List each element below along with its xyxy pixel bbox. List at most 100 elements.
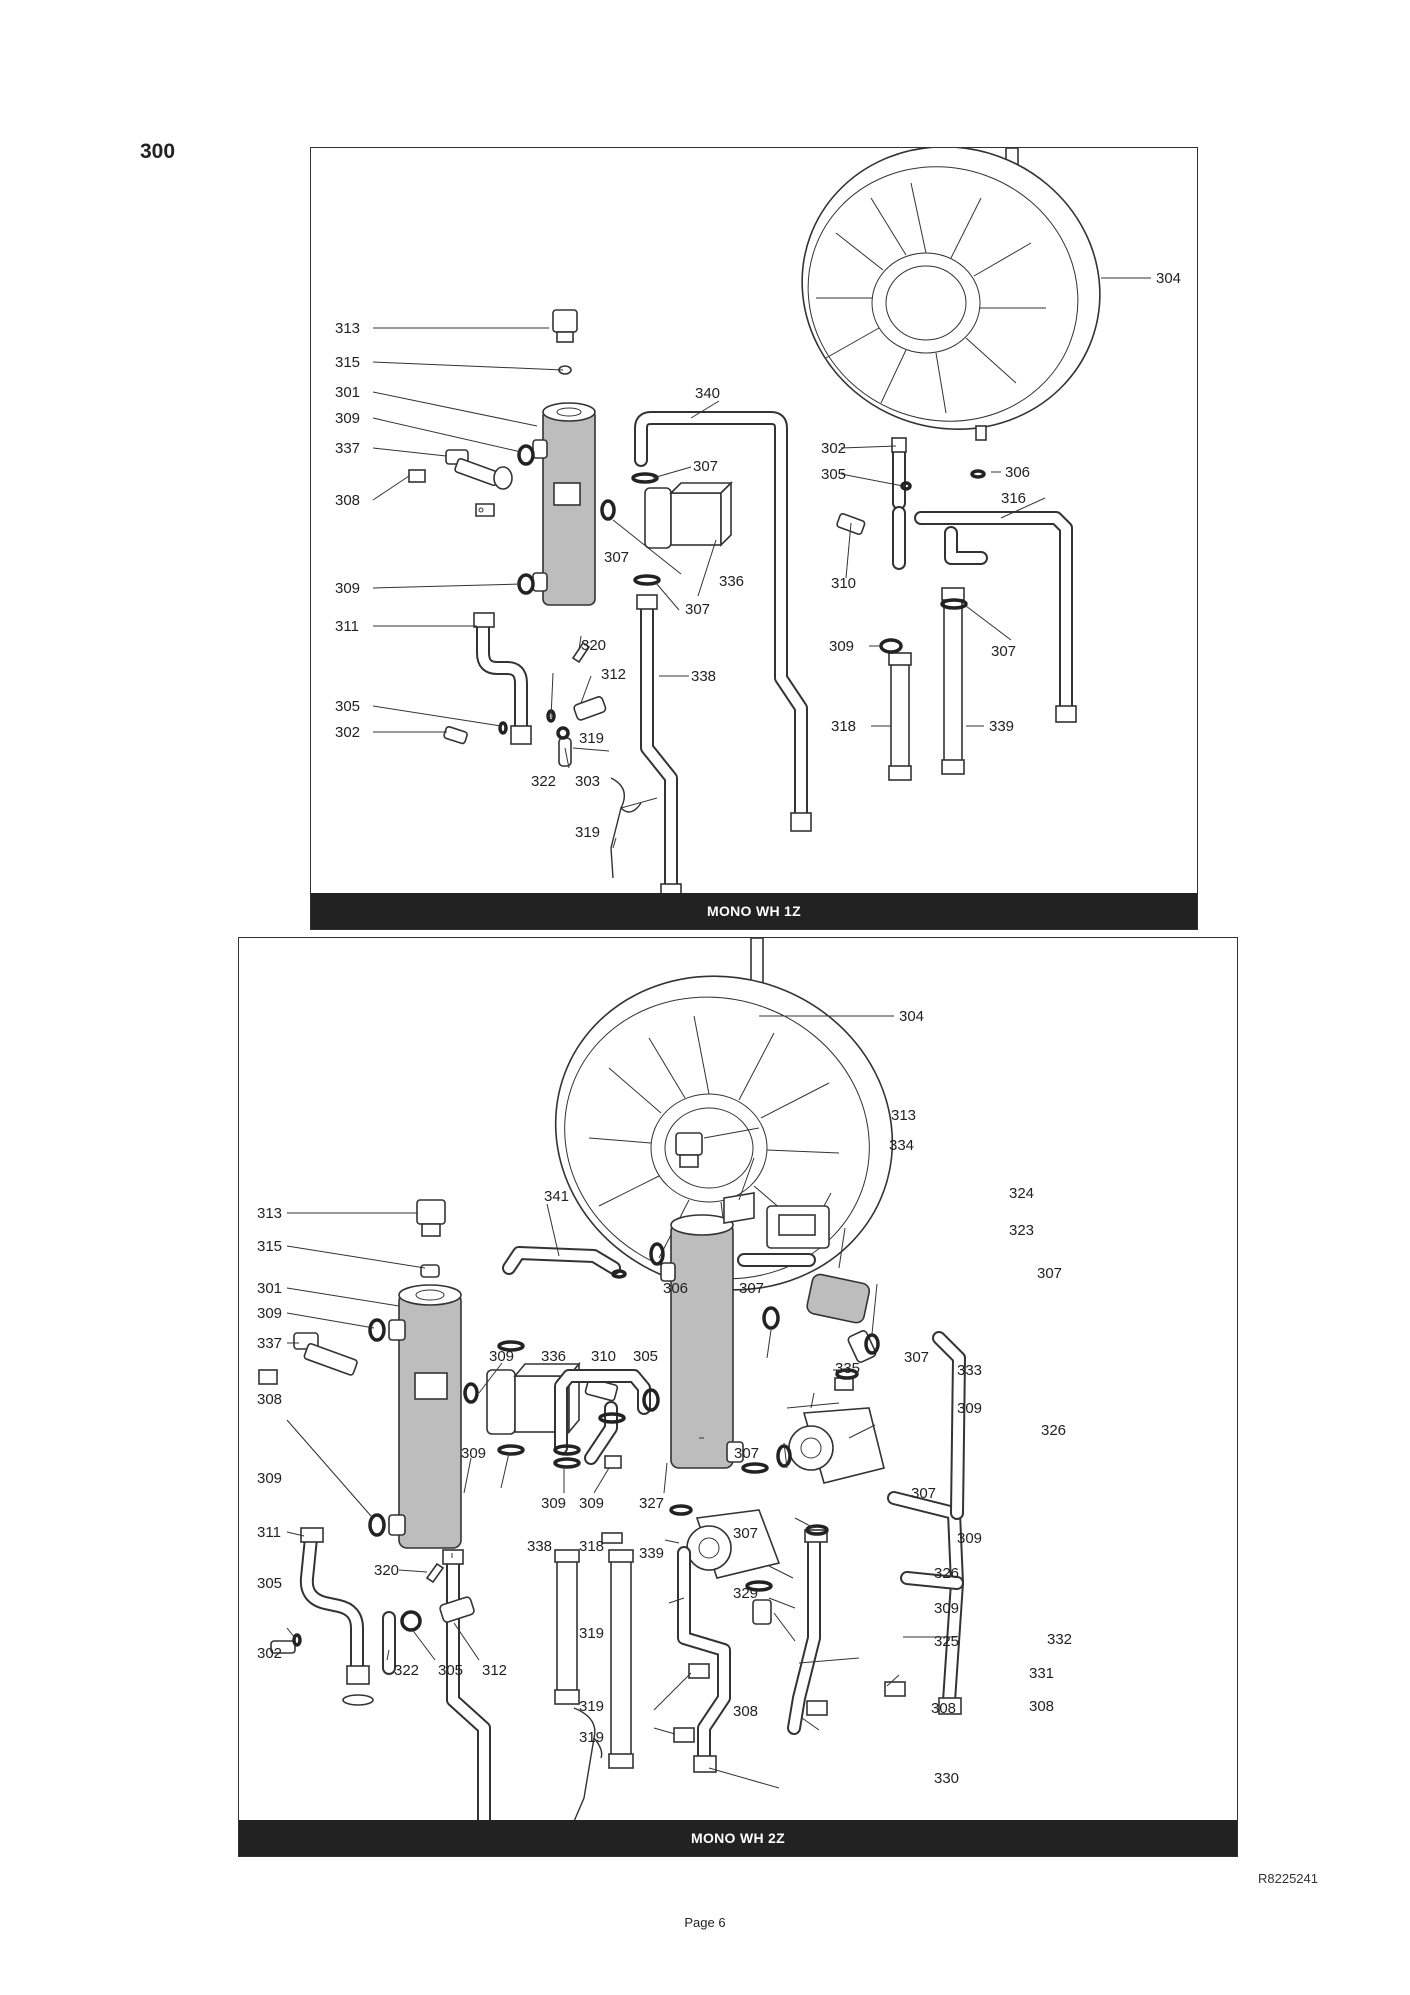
label-312: 312 bbox=[601, 666, 626, 683]
label-302b: 302 bbox=[821, 440, 846, 457]
label-315: 315 bbox=[335, 354, 360, 371]
label-320: 320 bbox=[374, 1562, 399, 1579]
label-307c: 307 bbox=[685, 601, 710, 618]
o-rings bbox=[292, 1242, 880, 1647]
section-number: 300 bbox=[140, 140, 176, 163]
label-322: 322 bbox=[394, 1662, 419, 1679]
label-308b: 308 bbox=[733, 1703, 758, 1720]
pump-336 bbox=[644, 481, 733, 549]
label-301: 301 bbox=[257, 1280, 282, 1297]
label-308c: 308 bbox=[931, 1700, 956, 1717]
label-309: 309 bbox=[335, 410, 360, 427]
panel-title-2z: MONO WH 2Z bbox=[239, 1820, 1237, 1856]
label-326: 326 bbox=[1041, 1422, 1066, 1439]
label-309c: 309 bbox=[489, 1348, 514, 1365]
heat-exchanger-335 bbox=[660, 1214, 744, 1469]
label-318: 318 bbox=[579, 1538, 604, 1555]
expansion-vessel-304 bbox=[801, 148, 1101, 441]
label-330: 330 bbox=[934, 1770, 959, 1787]
label-319: 319 bbox=[575, 824, 600, 841]
label-304: 304 bbox=[1156, 270, 1181, 287]
label-308d: 308 bbox=[1029, 1698, 1054, 1715]
label-316: 316 bbox=[1001, 490, 1026, 507]
label-309c: 309 bbox=[829, 638, 854, 655]
document-reference: R8225241 bbox=[1258, 1871, 1318, 1886]
pump-326-lower bbox=[686, 1509, 781, 1579]
label-301: 301 bbox=[335, 384, 360, 401]
small-fittings bbox=[443, 641, 607, 767]
label-305: 305 bbox=[257, 1575, 282, 1592]
label-307c: 307 bbox=[904, 1349, 929, 1366]
label-319b: 319 bbox=[579, 1698, 604, 1715]
label-307e: 307 bbox=[911, 1485, 936, 1502]
label-315: 315 bbox=[257, 1238, 282, 1255]
label-304: 304 bbox=[899, 1008, 924, 1025]
label-305b: 305 bbox=[438, 1662, 463, 1679]
label-323: 323 bbox=[1009, 1222, 1034, 1239]
leader-lines bbox=[372, 277, 1151, 849]
label-327: 327 bbox=[639, 1495, 664, 1512]
exploded-diagram-2z: 313 315 301 309 337 308 309 311 305 302 … bbox=[257, 938, 1072, 1848]
air-vent-313-left bbox=[416, 1199, 446, 1278]
label-313: 313 bbox=[257, 1205, 282, 1222]
label-309d: 309 bbox=[461, 1445, 486, 1462]
label-310: 310 bbox=[831, 575, 856, 592]
label-309f: 309 bbox=[579, 1495, 604, 1512]
valve-337 bbox=[445, 449, 513, 490]
label-309i: 309 bbox=[934, 1600, 959, 1617]
pump-326-upper bbox=[788, 1407, 885, 1484]
label-307b: 307 bbox=[604, 549, 629, 566]
label-305b: 305 bbox=[821, 466, 846, 483]
label-319b: 319 bbox=[579, 730, 604, 747]
clip-308 bbox=[408, 469, 495, 517]
label-307f: 307 bbox=[733, 1525, 758, 1542]
panel-mono-wh-2z: 313 315 301 309 337 308 309 311 305 302 … bbox=[238, 937, 1238, 1857]
label-324: 324 bbox=[1009, 1185, 1034, 1202]
label-309g: 309 bbox=[957, 1400, 982, 1417]
label-302: 302 bbox=[335, 724, 360, 741]
label-333: 333 bbox=[957, 1362, 982, 1379]
label-307d: 307 bbox=[991, 643, 1016, 660]
label-309b: 309 bbox=[257, 1470, 282, 1487]
label-318: 318 bbox=[831, 718, 856, 735]
page-number: Page 6 bbox=[684, 1915, 726, 1930]
label-310: 310 bbox=[591, 1348, 616, 1365]
label-307d: 307 bbox=[734, 1445, 759, 1462]
label-334: 334 bbox=[889, 1137, 914, 1154]
label-336: 336 bbox=[719, 573, 744, 590]
label-305c: 305 bbox=[633, 1348, 658, 1365]
label-305: 305 bbox=[335, 698, 360, 715]
exploded-diagram-1z: 313 315 301 309 337 308 309 311 305 302 … bbox=[335, 148, 1181, 903]
label-325: 325 bbox=[934, 1633, 959, 1650]
label-309: 309 bbox=[257, 1305, 282, 1322]
label-338: 338 bbox=[527, 1538, 552, 1555]
label-337: 337 bbox=[335, 440, 360, 457]
label-309h: 309 bbox=[957, 1530, 982, 1547]
label-313b: 313 bbox=[891, 1107, 916, 1124]
panel-title-1z: MONO WH 1Z bbox=[311, 893, 1197, 929]
label-306: 306 bbox=[1005, 464, 1030, 481]
label-309b: 309 bbox=[335, 580, 360, 597]
part-labels: 313 315 301 309 337 308 309 311 305 302 … bbox=[335, 270, 1181, 841]
heat-exchanger-301 bbox=[388, 1284, 462, 1549]
label-337: 337 bbox=[257, 1335, 282, 1352]
part-labels: 313 315 301 309 337 308 309 311 305 302 … bbox=[257, 1008, 1072, 1787]
panel-mono-wh-1z: 313 315 301 309 337 308 309 311 305 302 … bbox=[310, 147, 1198, 930]
label-340: 340 bbox=[695, 385, 720, 402]
label-311: 311 bbox=[335, 618, 359, 635]
label-312: 312 bbox=[482, 1662, 507, 1679]
label-339: 339 bbox=[639, 1545, 664, 1562]
label-308: 308 bbox=[335, 492, 360, 509]
label-302: 302 bbox=[257, 1645, 282, 1662]
label-331: 331 bbox=[1029, 1665, 1054, 1682]
label-319c: 319 bbox=[579, 1729, 604, 1746]
heat-exchanger-301 bbox=[532, 402, 596, 606]
label-313: 313 bbox=[335, 320, 360, 337]
label-308: 308 bbox=[257, 1391, 282, 1408]
label-311: 311 bbox=[257, 1524, 281, 1541]
label-309e: 309 bbox=[541, 1495, 566, 1512]
label-306: 306 bbox=[663, 1280, 688, 1297]
label-319: 319 bbox=[579, 1625, 604, 1642]
label-322: 322 bbox=[531, 773, 556, 790]
label-339: 339 bbox=[989, 718, 1014, 735]
